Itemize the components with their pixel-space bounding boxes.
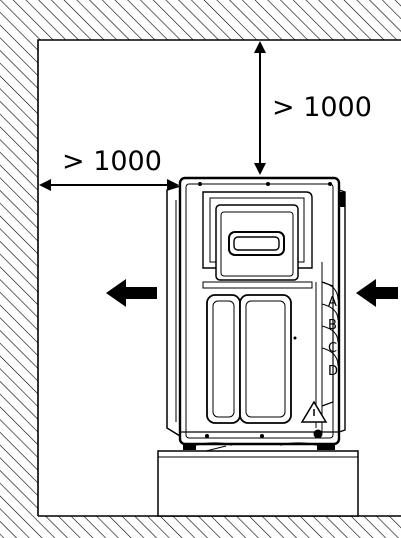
right-arrow-icon [356, 279, 398, 307]
top-clearance-arrow [254, 41, 266, 175]
valve-letter-b: B [328, 318, 337, 333]
valve-letter-d: D [328, 364, 338, 379]
floor [0, 515, 401, 538]
side-clearance-label: > 1000 [62, 146, 162, 177]
base-plinth [157, 450, 359, 517]
valve-letter-a: A [328, 295, 337, 310]
side-clearance-arrow [39, 179, 179, 191]
left-arrow-icon [106, 279, 157, 307]
top-clearance-label: > 1000 [272, 92, 372, 123]
valve-letter-c: C [328, 341, 337, 356]
outdoor-unit [166, 176, 346, 452]
wall [0, 0, 401, 516]
